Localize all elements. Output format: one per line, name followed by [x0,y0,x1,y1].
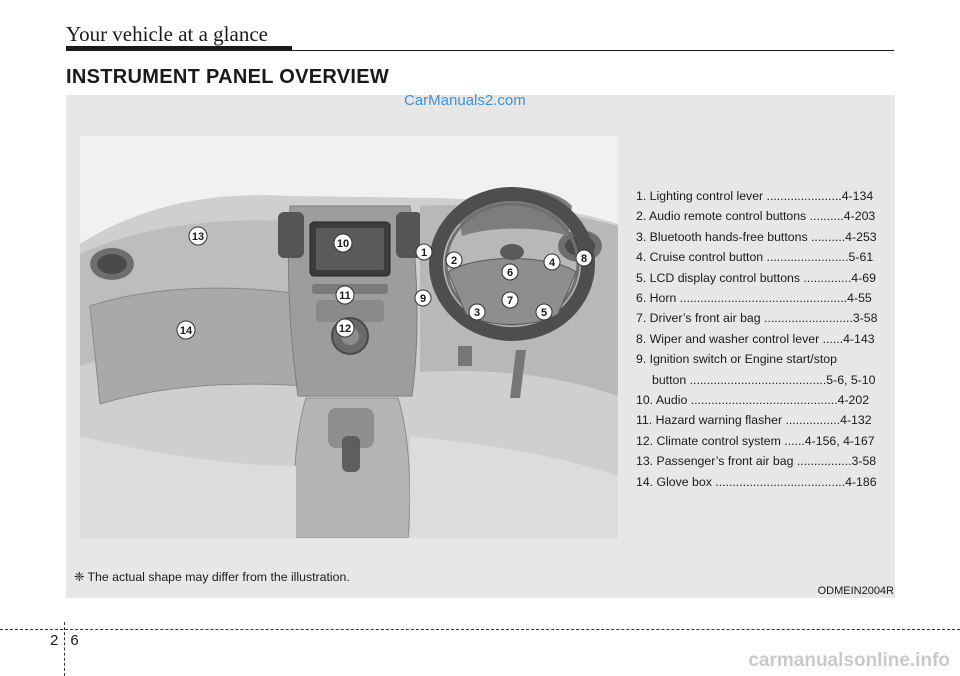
svg-text:14: 14 [180,325,193,337]
legend-item: 14. Glove box ..........................… [636,474,877,489]
svg-text:1: 1 [421,247,427,259]
svg-text:13: 13 [192,231,204,243]
figure-code: ODMEIN2004R [817,585,894,597]
svg-text:8: 8 [581,253,587,265]
svg-text:4: 4 [549,257,556,269]
footer-rule [0,629,960,630]
watermark-bottom[interactable]: carmanualsonline.info [748,650,950,671]
legend-item: 5. LCD display control buttons .........… [636,270,876,285]
legend-item: 11. Hazard warning flasher .............… [636,413,872,428]
dashboard-illustration: 1 2 3 4 5 6 7 8 9 10 11 12 13 14 [80,136,618,538]
svg-text:3: 3 [474,307,480,319]
legend-item: 8. Wiper and washer control lever ......… [636,331,875,346]
callout-6: 6 [501,263,519,281]
svg-text:6: 6 [507,267,513,279]
callout-12: 12 [335,318,355,338]
legend-item: 2. Audio remote control buttons ........… [636,209,876,224]
svg-text:12: 12 [339,323,351,335]
legend-item: 6. Horn ................................… [636,291,872,306]
callout-1: 1 [415,243,433,261]
svg-text:2: 2 [451,255,457,267]
svg-text:7: 7 [507,295,513,307]
footer-divider [64,622,66,676]
callout-14: 14 [176,320,196,340]
svg-text:10: 10 [337,238,349,250]
legend-item: 10. Audio ..............................… [636,393,870,408]
legend-item: 12. Climate control system ......4-156, … [636,433,875,448]
callout-8: 8 [575,249,593,267]
callout-9: 9 [414,289,432,307]
legend-item: 7. Driver’s front air bag ..............… [636,311,878,326]
header-title: Your vehicle at a glance [66,22,268,46]
callout-13: 13 [188,226,208,246]
section-title: INSTRUMENT PANEL OVERVIEW [66,66,390,88]
callout-4: 4 [543,253,561,271]
header-rule-thick [66,46,292,51]
callout-7: 7 [501,291,519,309]
legend-item: 13. Passenger’s front air bag ..........… [636,454,877,469]
callout-3: 3 [468,303,486,321]
svg-text:11: 11 [339,290,351,302]
legend-item: 1. Lighting control lever ..............… [636,189,874,203]
page-number: 26 [50,632,91,649]
watermark-top[interactable]: CarManuals2.com [404,92,526,109]
dashboard-svg: 1 2 3 4 5 6 7 8 9 10 11 12 13 14 [80,136,618,538]
callout-2: 2 [445,251,463,269]
legend-item: 9. Ignition switch or Engine start/stop [636,352,837,367]
legend-item: 4. Cruise control button ...............… [636,250,874,265]
svg-text:9: 9 [420,293,426,305]
illustration-note: ❈ The actual shape may differ from the i… [74,570,350,584]
callout-10: 10 [333,233,353,253]
legend-item: 3. Bluetooth hands-free buttons ........… [636,229,877,244]
callout-11: 11 [335,285,355,305]
legend-list: 1. Lighting control lever ..............… [636,186,888,492]
svg-text:5: 5 [541,307,547,319]
legend-item-continuation: button .................................… [652,372,876,387]
header-rule-thin [292,50,894,51]
callout-5: 5 [535,303,553,321]
